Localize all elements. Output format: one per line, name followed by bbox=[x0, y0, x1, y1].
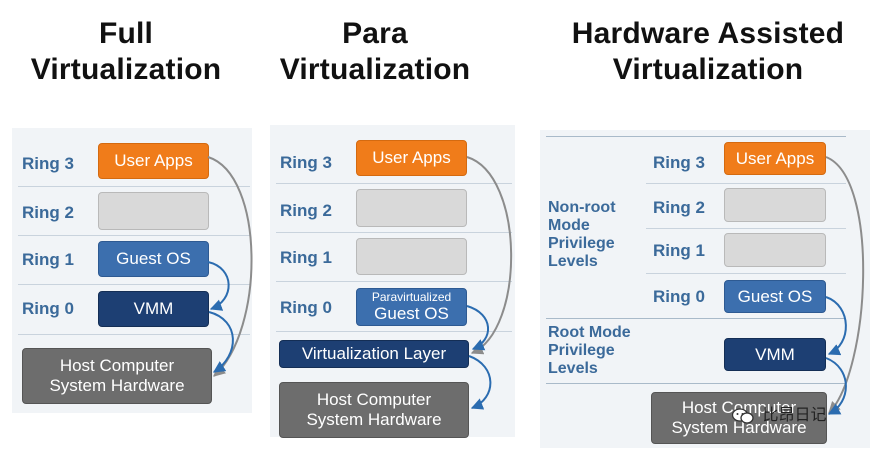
para-title-line1: Para bbox=[342, 17, 408, 50]
para-separator bbox=[276, 232, 512, 233]
full-separator bbox=[18, 284, 250, 285]
full-title-line2: Virtualization bbox=[30, 53, 222, 86]
full-ring0-label: Ring 0 bbox=[22, 299, 74, 318]
para-apps-to-layer-arrow bbox=[466, 156, 513, 355]
hw-ring0-label: Ring 0 bbox=[653, 287, 705, 306]
para-virtualization-layer-box: Virtualization Layer bbox=[279, 340, 469, 368]
hw-separator bbox=[546, 383, 846, 384]
hw-ring2-empty-box bbox=[724, 188, 826, 222]
para-separator bbox=[276, 183, 512, 184]
nonroot-line3: Privilege bbox=[548, 235, 615, 252]
root-line1: Root Mode bbox=[548, 324, 631, 341]
hw-vmm-box: VMM bbox=[724, 338, 826, 371]
para-virtualization-title: Para Virtualization bbox=[255, 16, 495, 88]
watermark-badge: 比昂日记 bbox=[731, 406, 827, 426]
full-guest-to-vmm-arrow bbox=[207, 261, 230, 311]
hw-title-line1: Hardware Assisted bbox=[571, 17, 845, 50]
hw-vmm-to-hardware-arrow bbox=[825, 357, 847, 415]
para-hw-line1: Host Computer bbox=[316, 390, 432, 409]
hw-guest-os-box: Guest OS bbox=[724, 280, 826, 313]
para-ring1-label: Ring 1 bbox=[280, 248, 332, 267]
full-ring2-label: Ring 2 bbox=[22, 203, 74, 222]
para-guest-os-box: Paravirtualized Guest OS bbox=[356, 288, 467, 326]
root-line3: Levels bbox=[548, 360, 598, 377]
para-user-apps-box: User Apps bbox=[356, 140, 467, 176]
para-separator bbox=[276, 281, 512, 282]
full-hw-line2: System Hardware bbox=[49, 376, 185, 395]
hw-user-apps-box: User Apps bbox=[724, 142, 826, 175]
watermark-text: 比昂日记 bbox=[762, 407, 827, 424]
hw-separator bbox=[546, 318, 846, 319]
full-guest-os-box: Guest OS bbox=[98, 241, 209, 277]
full-vmm-to-hardware-arrow bbox=[208, 311, 234, 373]
para-layer-to-hardware-arrow bbox=[468, 355, 492, 410]
hw-assisted-virtualization-title: Hardware Assisted Virtualization bbox=[548, 16, 868, 88]
hw-separator bbox=[646, 228, 846, 229]
full-separator bbox=[18, 186, 250, 187]
hw-separator bbox=[646, 273, 846, 274]
hw-ring2-label: Ring 2 bbox=[653, 198, 705, 217]
nonroot-line2: Mode bbox=[548, 217, 590, 234]
full-ring3-label: Ring 3 bbox=[22, 154, 74, 173]
para-ring3-label: Ring 3 bbox=[280, 153, 332, 172]
full-host-hardware-box: Host Computer System Hardware bbox=[22, 348, 212, 404]
para-guest-to-layer-arrow bbox=[466, 305, 490, 351]
para-ring1-empty-box bbox=[356, 238, 467, 275]
para-guest-small-label: Paravirtualized bbox=[371, 290, 452, 304]
hw-guest-to-vmm-arrow bbox=[825, 296, 847, 356]
nonroot-mode-label: Non-root Mode Privilege Levels bbox=[548, 199, 616, 271]
full-user-apps-box: User Apps bbox=[98, 143, 209, 179]
hw-ring3-label: Ring 3 bbox=[653, 153, 705, 172]
full-separator bbox=[18, 334, 250, 335]
root-mode-label: Root Mode Privilege Levels bbox=[548, 324, 631, 378]
nonroot-line1: Non-root bbox=[548, 199, 616, 216]
hw-ring1-label: Ring 1 bbox=[653, 241, 705, 260]
nonroot-line4: Levels bbox=[548, 253, 598, 270]
para-title-line2: Virtualization bbox=[279, 53, 471, 86]
full-apps-to-hardware-arrow bbox=[207, 156, 253, 377]
hw-title-line2: Virtualization bbox=[612, 53, 804, 86]
full-virtualization-title: Full Virtualization bbox=[0, 16, 252, 88]
full-vmm-box: VMM bbox=[98, 291, 209, 327]
hw-ring1-empty-box bbox=[724, 233, 826, 267]
hw-separator bbox=[546, 136, 846, 137]
para-ring2-label: Ring 2 bbox=[280, 201, 332, 220]
para-hw-line2: System Hardware bbox=[306, 410, 442, 429]
full-hw-line1: Host Computer bbox=[59, 356, 175, 375]
chat-bubble-icon bbox=[731, 408, 754, 424]
para-separator bbox=[276, 331, 512, 332]
full-ring1-label: Ring 1 bbox=[22, 250, 74, 269]
para-host-hardware-box: Host Computer System Hardware bbox=[279, 382, 469, 438]
para-guest-large-label: Guest OS bbox=[374, 304, 449, 323]
para-ring2-empty-box bbox=[356, 189, 467, 227]
full-separator bbox=[18, 235, 250, 236]
full-ring2-empty-box bbox=[98, 192, 209, 230]
para-ring0-label: Ring 0 bbox=[280, 298, 332, 317]
hw-separator bbox=[646, 183, 846, 184]
hw-apps-to-hardware-arrow bbox=[825, 156, 865, 414]
hw-hw-line2: System Hardware bbox=[671, 418, 807, 437]
hw-hw-line1: Host Computer bbox=[681, 398, 797, 417]
full-title-line1: Full bbox=[98, 17, 154, 50]
root-line2: Privilege bbox=[548, 342, 615, 359]
